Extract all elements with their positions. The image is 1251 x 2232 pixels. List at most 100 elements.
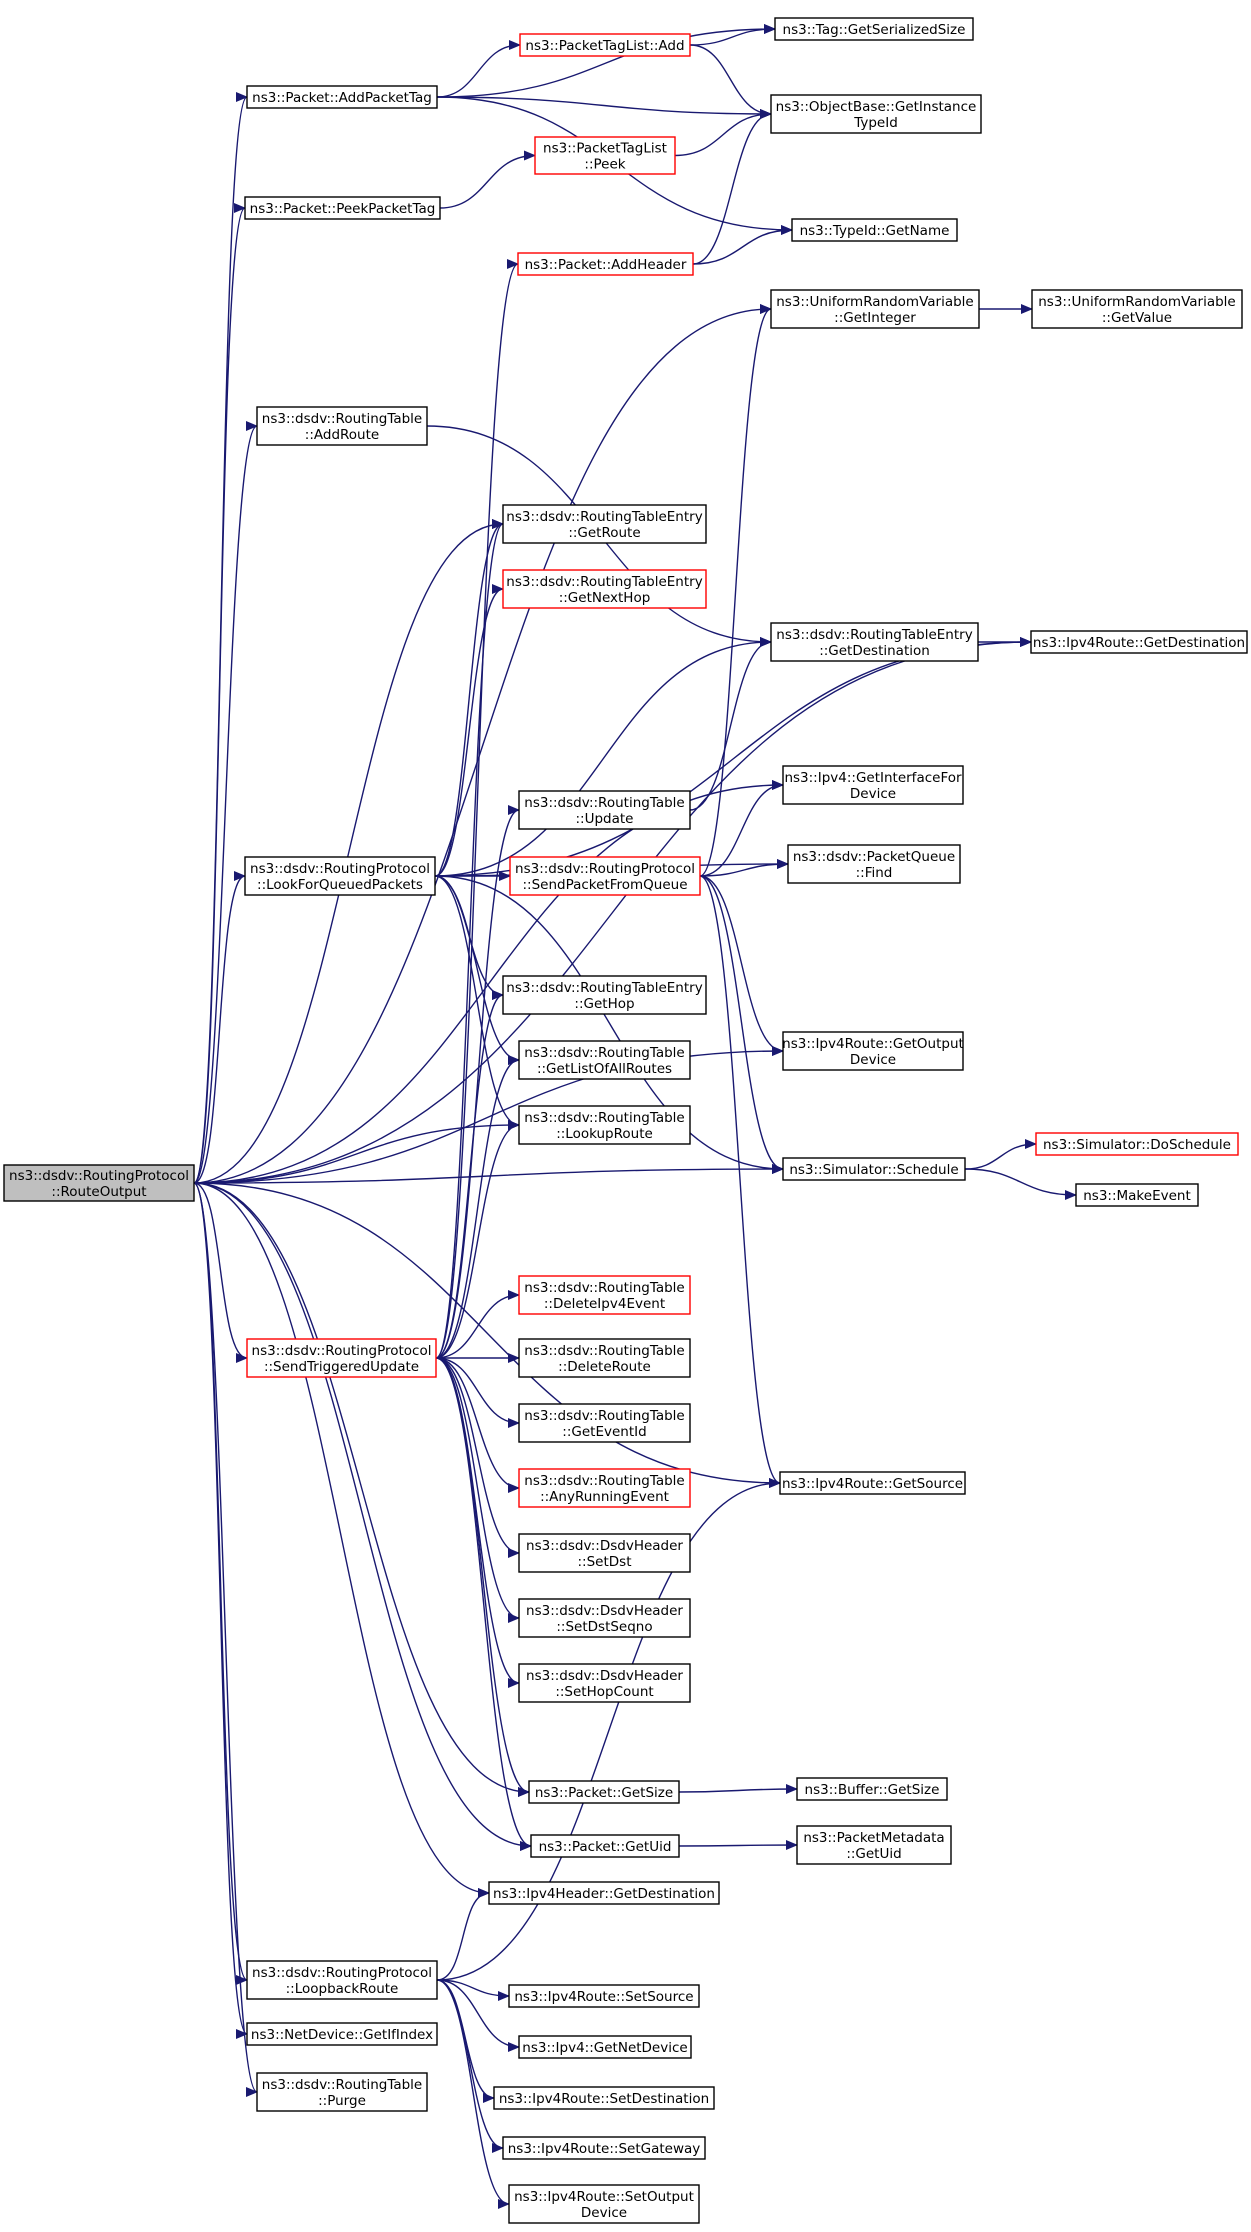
edge-sendTriggered-to-hdrSetDstSeqno bbox=[435, 1357, 520, 1623]
edge-sendTriggered-to-addHeader bbox=[435, 259, 519, 1359]
node-box bbox=[1030, 630, 1248, 654]
node-rtPurge[interactable]: ns3::dsdv::RoutingTable::Purge bbox=[256, 2072, 428, 2112]
node-bufferGetSize[interactable]: ns3::Buffer::GetSize bbox=[796, 1777, 948, 1801]
node-ipv4RouteGetSource[interactable]: ns3::Ipv4Route::GetSource bbox=[779, 1471, 966, 1495]
call-edge bbox=[436, 1888, 490, 1981]
node-rteGetNextHop[interactable]: ns3::dsdv::RoutingTableEntry::GetNextHop bbox=[502, 569, 707, 609]
node-addPacketTag[interactable]: ns3::Packet::AddPacketTag bbox=[246, 85, 438, 109]
node-peekPacketTag[interactable]: ns3::Packet::PeekPacketTag bbox=[244, 196, 441, 220]
node-label: ns3::Ipv4Route::GetDestination bbox=[1033, 635, 1245, 651]
node-ipv4RouteSetSource[interactable]: ns3::Ipv4Route::SetSource bbox=[508, 1984, 700, 2008]
edge-addHeader-to-objGetInstance bbox=[692, 109, 772, 265]
node-sendPacketFromQueue[interactable]: ns3::dsdv::RoutingProtocol::SendPacketFr… bbox=[509, 856, 701, 896]
node-label: ns3::Packet::PeekPacketTag bbox=[250, 201, 436, 217]
node-simSchedule[interactable]: ns3::Simulator::Schedule bbox=[782, 1157, 966, 1181]
node-label: ::SendTriggeredUpdate bbox=[264, 1359, 419, 1375]
node-label: ::Find bbox=[856, 865, 893, 881]
node-rtAddRoute[interactable]: ns3::dsdv::RoutingTable::AddRoute bbox=[256, 406, 428, 446]
edge-root-to-ipv4RouteGetSource bbox=[193, 1182, 781, 1488]
node-rteGetDestination[interactable]: ns3::dsdv::RoutingTableEntry::GetDestina… bbox=[770, 622, 979, 662]
node-label: ns3::dsdv::DsdvHeader bbox=[526, 1538, 683, 1554]
node-lookForQueued[interactable]: ns3::dsdv::RoutingProtocol::LookForQueue… bbox=[244, 856, 436, 896]
node-box bbox=[1031, 289, 1243, 329]
node-label: ::Purge bbox=[318, 2093, 366, 2109]
node-ipv4RouteGetDest[interactable]: ns3::Ipv4Route::GetDestination bbox=[1030, 630, 1248, 654]
edge-root-to-peekPacketTag bbox=[193, 203, 246, 1184]
node-label: ::LoopbackRoute bbox=[286, 1981, 399, 1997]
node-box bbox=[770, 622, 979, 662]
node-label: ns3::dsdv::RoutingProtocol bbox=[515, 861, 695, 877]
node-tagListAdd[interactable]: ns3::PacketTagList::Add bbox=[519, 33, 691, 57]
node-label: ns3::Ipv4Route::SetGateway bbox=[508, 2141, 701, 2157]
node-label: ::GetUid bbox=[846, 1846, 901, 1862]
node-rtDeleteRoute[interactable]: ns3::dsdv::RoutingTable::DeleteRoute bbox=[518, 1338, 691, 1378]
edge-root-to-rtPurge bbox=[193, 1182, 258, 2097]
node-ipv4RouteSetGateway[interactable]: ns3::Ipv4Route::SetGateway bbox=[502, 2136, 706, 2160]
edge-sendTriggered-to-rtAnyRunning bbox=[435, 1357, 520, 1493]
node-netDevGetIfIndex[interactable]: ns3::NetDevice::GetIfIndex bbox=[246, 2022, 438, 2046]
node-loopbackRoute[interactable]: ns3::dsdv::RoutingProtocol::LoopbackRout… bbox=[246, 1960, 438, 2000]
node-root[interactable]: ns3::dsdv::RoutingProtocol::RouteOutput bbox=[3, 1164, 195, 1202]
node-label: ns3::Ipv4Route::SetSource bbox=[514, 1989, 693, 2005]
node-box bbox=[256, 2072, 428, 2112]
edge-root-to-sendTriggered bbox=[193, 1182, 248, 1363]
node-box bbox=[502, 975, 707, 1015]
node-label: ns3::Packet::GetSize bbox=[535, 1785, 673, 1801]
node-label: ::AddRoute bbox=[305, 427, 379, 443]
node-rteGetRoute[interactable]: ns3::dsdv::RoutingTableEntry::GetRoute bbox=[502, 504, 707, 544]
node-box bbox=[508, 2184, 700, 2224]
node-label: ns3::Ipv4::GetInterfaceFor bbox=[784, 770, 962, 786]
node-label: ::GetValue bbox=[1102, 310, 1172, 326]
node-urvGetValue[interactable]: ns3::UniformRandomVariable::GetValue bbox=[1031, 289, 1243, 329]
node-ipv4RouteSetDest[interactable]: ns3::Ipv4Route::SetDestination bbox=[493, 2086, 715, 2110]
node-hdrSetHopCount[interactable]: ns3::dsdv::DsdvHeader::SetHopCount bbox=[518, 1663, 691, 1703]
node-rteGetHop[interactable]: ns3::dsdv::RoutingTableEntry::GetHop bbox=[502, 975, 707, 1015]
node-packetGetSize[interactable]: ns3::Packet::GetSize bbox=[528, 1780, 680, 1804]
node-simDoSchedule[interactable]: ns3::Simulator::DoSchedule bbox=[1035, 1132, 1239, 1156]
node-box bbox=[518, 1338, 691, 1378]
node-label: ns3::Ipv4::GetNetDevice bbox=[522, 2040, 687, 2056]
node-sendTriggered[interactable]: ns3::dsdv::RoutingProtocol::SendTriggere… bbox=[246, 1338, 437, 1378]
node-label: ns3::dsdv::RoutingTableEntry bbox=[506, 574, 702, 590]
node-tagGetSerSize[interactable]: ns3::Tag::GetSerializedSize bbox=[774, 17, 974, 41]
node-rtAnyRunning[interactable]: ns3::dsdv::RoutingTable::AnyRunningEvent bbox=[518, 1468, 691, 1508]
node-rtGetEventId[interactable]: ns3::dsdv::RoutingTable::GetEventId bbox=[518, 1403, 691, 1443]
edge-lookForQueued-to-ipv4RouteGetDest bbox=[434, 637, 1032, 877]
node-rtGetListOfAll[interactable]: ns3::dsdv::RoutingTable::GetListOfAllRou… bbox=[518, 1040, 691, 1080]
node-label: ns3::dsdv::RoutingProtocol bbox=[250, 861, 430, 877]
node-addHeader[interactable]: ns3::Packet::AddHeader bbox=[517, 252, 694, 276]
node-hdrSetDst[interactable]: ns3::dsdv::DsdvHeader::SetDst bbox=[518, 1533, 691, 1573]
node-rtDeleteIpv4Event[interactable]: ns3::dsdv::RoutingTable::DeleteIpv4Event bbox=[518, 1275, 691, 1315]
node-label: ::GetEventId bbox=[562, 1424, 646, 1440]
node-label: ns3::Buffer::GetSize bbox=[805, 1782, 940, 1798]
node-box bbox=[518, 790, 691, 830]
node-typeIdGetName[interactable]: ns3::TypeId::GetName bbox=[791, 218, 958, 242]
node-box bbox=[502, 504, 707, 544]
node-hdrSetDstSeqno[interactable]: ns3::dsdv::DsdvHeader::SetDstSeqno bbox=[518, 1598, 691, 1638]
node-rtLookupRoute[interactable]: ns3::dsdv::RoutingTable::LookupRoute bbox=[518, 1105, 691, 1145]
call-edge bbox=[699, 780, 784, 877]
node-box bbox=[530, 1834, 680, 1858]
node-ipv4GetNetDevice[interactable]: ns3::Ipv4::GetNetDevice bbox=[518, 2035, 692, 2059]
node-box bbox=[782, 1031, 964, 1071]
call-edge bbox=[193, 1182, 248, 2039]
node-urvGetInteger[interactable]: ns3::UniformRandomVariable::GetInteger bbox=[770, 289, 980, 329]
node-makeEvent[interactable]: ns3::MakeEvent bbox=[1075, 1183, 1199, 1207]
edge-lookForQueued-to-rtGetListOfAll bbox=[434, 875, 520, 1065]
call-edge bbox=[699, 304, 772, 877]
node-packetGetUid[interactable]: ns3::Packet::GetUid bbox=[530, 1834, 680, 1858]
node-pqFind[interactable]: ns3::dsdv::PacketQueue::Find bbox=[787, 844, 961, 884]
edge-sendTriggered-to-rtGetEventId bbox=[435, 1357, 520, 1428]
node-box bbox=[782, 765, 964, 805]
call-edge bbox=[193, 519, 504, 1184]
node-ipv4HdrGetDest[interactable]: ns3::Ipv4Header::GetDestination bbox=[488, 1881, 720, 1905]
node-rtUpdate[interactable]: ns3::dsdv::RoutingTable::Update bbox=[518, 790, 691, 830]
node-tagListPeek[interactable]: ns3::PacketTagList::Peek bbox=[534, 136, 676, 175]
node-box bbox=[518, 1598, 691, 1638]
node-pmGetUid[interactable]: ns3::PacketMetadata::GetUid bbox=[796, 1825, 952, 1865]
node-box bbox=[244, 196, 441, 220]
